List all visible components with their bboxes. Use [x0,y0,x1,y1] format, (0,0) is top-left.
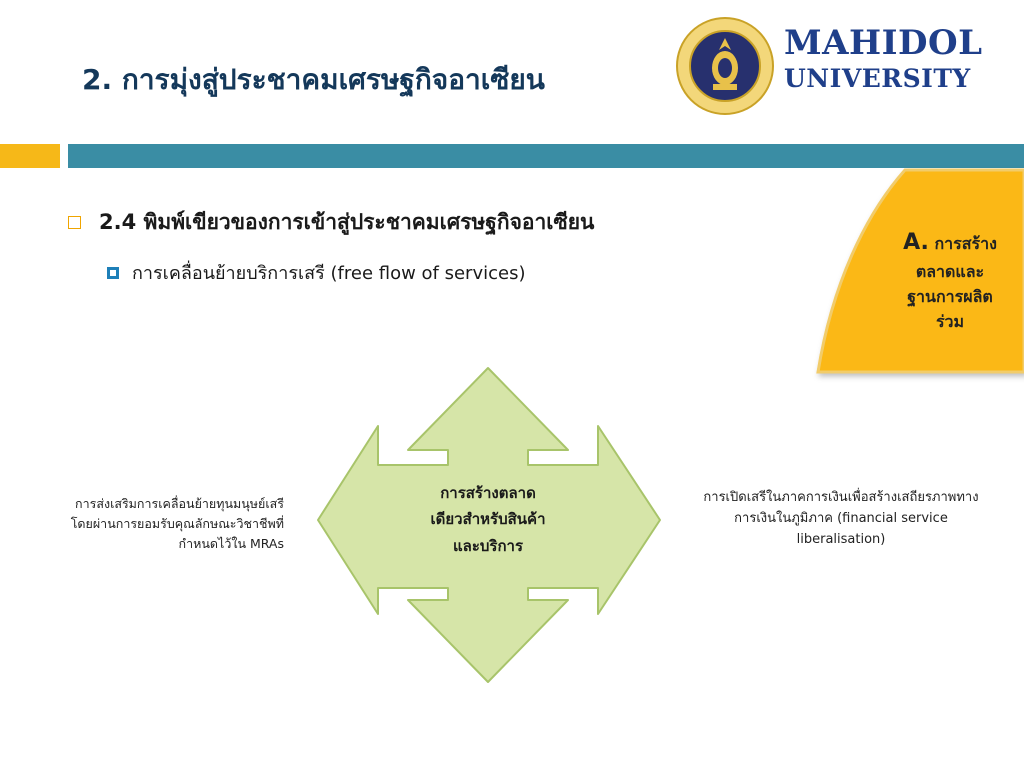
corner-letter: A. [903,230,929,255]
left-line-2: โดยผ่านการยอมรับคุณลักษณะวิชาชีพที่ [70,516,284,531]
diagram-center-label: การสร้างตลาด เดียวสำหรับสินค้า และบริการ [410,480,566,559]
four-way-arrow-shape [317,367,661,683]
bullet-level-2: การเคลื่อนย้ายบริการเสรี (free flow of s… [107,258,526,287]
square-bullet-icon [68,216,81,229]
bullet-level-1: 2.4 พิมพ์เขียวของการเข้าสู่ประชาคมเศรษฐก… [68,206,594,239]
right-line-2: การเงินในภูมิภาค (financial service [734,510,948,526]
diagram-left-label: การส่งเสริมการเคลื่อนย้ายทุนมนุษย์เสรี โ… [52,494,284,554]
logo-line-1: MAHIDOL [784,23,983,63]
center-line-2: เดียวสำหรับสินค้า [430,510,546,529]
corner-box-label: A. การสร้าง ตลาดและ ฐานการผลิต ร่วม [880,226,1020,334]
corner-line-1: การสร้าง [934,234,997,253]
filled-square-bullet-icon [107,266,119,279]
right-line-1: การเปิดเสรีในภาคการเงินเพื่อสร้างเสถียรภ… [703,490,979,505]
bullet-level-1-text: 2.4 พิมพ์เขียวของการเข้าสู่ประชาคมเศรษฐก… [99,210,595,234]
logo-line-2: UNIVERSITY [784,64,971,93]
corner-line-2: ตลาดและ [915,262,985,282]
left-line-1: การส่งเสริมการเคลื่อนย้ายทุนมนุษย์เสรี [75,496,284,511]
corner-line-3: ฐานการผลิต [907,286,993,306]
corner-line-4: ร่วม [935,311,965,331]
center-line-1: การสร้างตลาด [440,484,536,502]
right-line-3: liberalisation) [796,531,886,547]
university-logo-text: MAHIDOL UNIVERSITY [784,26,983,91]
left-line-3: กำหนดไว้ใน MRAs [178,536,284,551]
center-line-3: และบริการ [452,536,524,555]
header-accent-bar [0,144,60,168]
header-divider-bar [68,144,1024,168]
diagram-right-label: การเปิดเสรีในภาคการเงินเพื่อสร้างเสถียรภ… [696,488,986,550]
bullet-level-2-text: การเคลื่อนย้ายบริการเสรี (free flow of s… [132,263,526,284]
university-seal-icon [676,17,774,115]
slide-title: 2. การมุ่งสู่ประชาคมเศรษฐกิจอาเซียน [82,63,545,96]
